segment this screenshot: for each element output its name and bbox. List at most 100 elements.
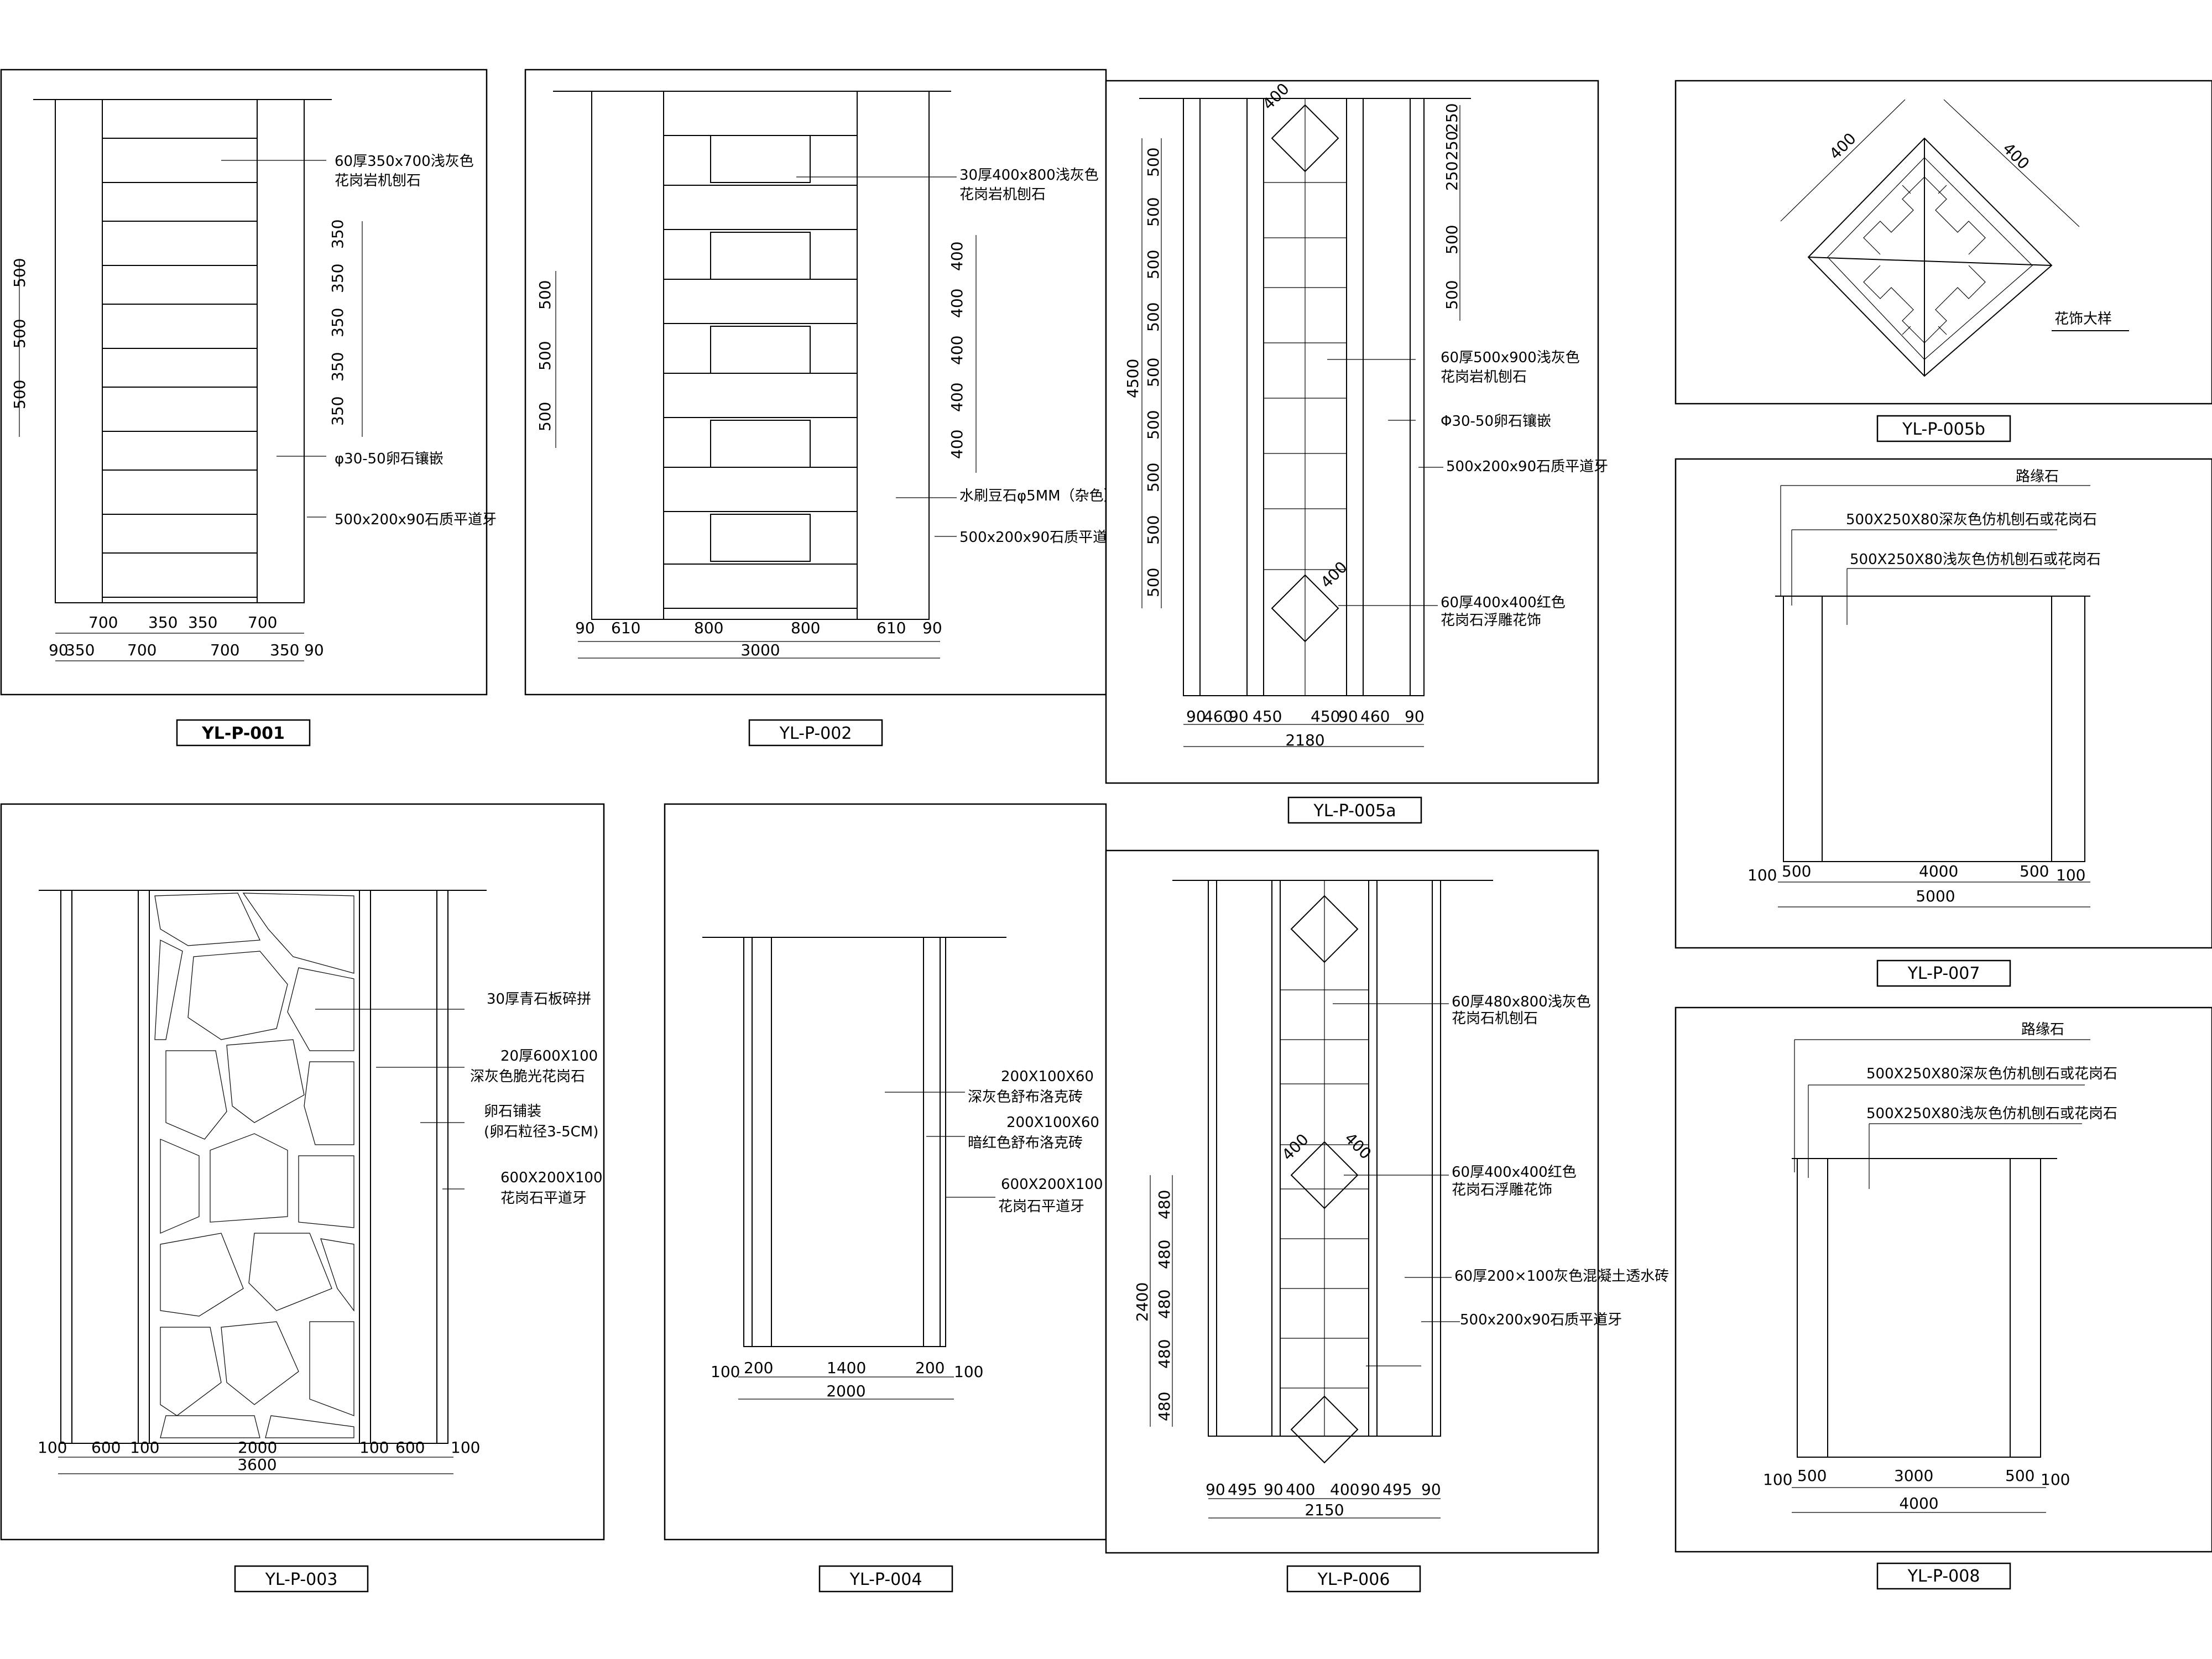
p002-dim-bottom-3: 800 [694,619,723,637]
p002-dim-right-2: 400 [948,289,966,318]
p005a-dim-total: 2180 [1285,731,1324,749]
p001-dim-bottom2-3: 700 [127,641,156,659]
p005a-note-3: Φ30-50卵石镶嵌 [1441,413,1551,430]
p008-dim-4: 500 [2005,1467,2034,1485]
p006-note-6: 500x200x90石质平道牙 [1460,1312,1622,1328]
p002-dim-right-5: 400 [948,430,966,459]
panel-yl-p-004: 200X100X60 深灰色舒布洛克砖 200X100X60 暗红色舒布洛克砖 … [664,803,1107,1593]
p002-dim-bottom-2: 610 [611,619,640,637]
p005a-dim-bottom-7: 460 [1360,707,1390,726]
p002-left-dims: 500 500 500 [536,271,556,448]
p001-dim-left-1: 500 [11,258,29,288]
p002-dim-total: 3000 [740,641,780,659]
p006-dim-bottom-5: 400 [1330,1480,1359,1499]
p001-dim-left-2: 500 [11,319,29,348]
p002-dim-right-4: 400 [948,383,966,412]
carved-medallion-top [1271,104,1339,173]
p001-dim-bottom2-4: 700 [210,641,239,659]
p002-dim-left-3: 500 [536,402,554,431]
p007-bottom-dims: 100 500 4000 500 100 5000 [1747,862,2090,907]
p001-dim-bottom1-3: 350 [188,613,217,632]
p004-bottom-dims: 100 200 1400 200 100 2000 [711,1359,983,1400]
p001-dim-left-3: 500 [11,380,29,409]
p005a-dim-left-5: 500 [1144,358,1162,387]
p005a-title: YL-P-005a [1313,801,1396,821]
p001-note-2: 花岗岩机刨石 [335,173,421,189]
p007-dim-4: 500 [2020,862,2049,880]
p003-dim-3: 100 [130,1438,159,1457]
p008-bottom-dims: 100 500 3000 500 100 4000 [1763,1467,2070,1513]
p005a-dim-bottom-2: 460 [1203,707,1233,726]
p001-dim-right-3: 350 [328,308,347,337]
panel-yl-p-005b: 400 400 花饰大样 YL-P-005b [1674,80,2212,442]
p001-dim-bottom2-2: 350 [65,641,95,659]
p003-note-5: (卵石粒径3-5CM) [484,1124,598,1140]
p006-dim-left-3: 480 [1155,1290,1173,1319]
p001-note-4: 500x200x90石质平道牙 [335,512,497,528]
p006-dim-bottom-3: 90 [1264,1480,1284,1499]
panel-yl-p-006: 400 400 60厚480x800浅灰色 花岗石机刨石 60厚400x400红… [1105,849,1669,1593]
p004-note-3: 200X100X60 [1006,1114,1099,1131]
p003-dim-4: 2000 [238,1438,277,1457]
p002-dim-left-1: 500 [536,280,554,310]
p007-note-1: 路缘石 [2016,468,2059,485]
p002-right-dims: 400 400 400 400 400 [948,235,977,473]
p004-note-6: 花岗石平道牙 [998,1198,1084,1215]
p005a-dim-left-6: 500 [1144,410,1162,440]
p005a-left-dims: 4500 500 500 500 500 500 500 500 500 500 [1124,138,1162,608]
p001-title: YL-P-001 [201,724,285,743]
panel-yl-p-002: 30厚400x800浅灰色 花岗岩机刨石 水刷豆石φ5MM（杂色） 500x20… [524,69,1121,747]
p005a-note-6: 花岗石浮雕花饰 [1441,612,1541,629]
p005a-dim-left-9: 500 [1144,568,1162,597]
p008-dim-5: 100 [2041,1470,2070,1489]
p003-note-3: 深灰色脆光花岗石 [470,1068,585,1085]
p001-note-3: φ30-50卵石镶嵌 [335,451,444,467]
p005a-dim-left-2: 500 [1144,197,1162,227]
p001-dim-bottom2-1: 90 [49,641,69,659]
p002-dim-bottom-1: 90 [575,619,595,637]
crazy-paving-stones [154,893,354,1438]
p003-dim-2: 600 [91,1438,121,1457]
p007-dim-2: 500 [1782,862,1811,880]
p007-note-2: 500X250X80深灰色仿机刨石或花岗石 [1846,512,2097,528]
p005a-dim-bottom-4: 450 [1253,707,1282,726]
p001-dim-bottom1-1: 700 [88,613,118,632]
p003-note-2: 20厚600X100 [500,1048,598,1065]
p001-note-1: 60厚350x700浅灰色 [335,153,474,170]
carved-medallion-3 [1290,1395,1359,1464]
p006-dim-left-1: 480 [1155,1190,1173,1219]
p008-title: YL-P-008 [1907,1567,1980,1586]
p002-bottom-dims: 90 610 800 800 610 90 3000 [575,619,942,659]
p001-bottom-dims: 700 350 350 700 90 350 700 700 350 90 [49,613,324,661]
p006-note-5: 60厚200×100灰色混凝土透水砖 [1454,1268,1669,1285]
p003-dim-1: 100 [38,1438,67,1457]
p008-dim-2: 500 [1797,1467,1827,1485]
p008-note-2: 500X250X80深灰色仿机刨石或花岗石 [1866,1066,2117,1082]
p005a-dim-bottom-1: 90 [1186,707,1206,726]
carved-medallion-2 [1290,1141,1359,1209]
p002-note-2: 花岗岩机刨石 [959,186,1046,203]
p002-note-3: 水刷豆石φ5MM（杂色） [959,488,1118,504]
p005a-bottom-dims: 90 460 90 450 450 90 460 90 2180 [1183,707,1425,749]
p005a-dim-bottom-6: 90 [1338,707,1358,726]
p006-dim-bottom-8: 90 [1421,1480,1441,1499]
p008-note-1: 路缘石 [2021,1021,2064,1038]
p005b-label: 花饰大样 [2054,311,2112,327]
p007-note-3: 500X250X80浅灰色仿机刨石或花岗石 [1850,551,2101,568]
p004-dim-4: 200 [915,1359,945,1377]
p005a-note-5: 60厚400x400红色 [1441,594,1566,611]
p006-dim-bottom-4: 400 [1286,1480,1315,1499]
p001-dim-right-4: 350 [328,352,347,382]
p002-title: YL-P-002 [779,724,852,743]
p001-dim-bottom2-6: 90 [304,641,324,659]
granite-grid-006 [1280,880,1369,1436]
p005a-dim-left-total: 4500 [1124,359,1142,398]
p003-bottom-dims: 100 600 100 2000 100 600 100 3600 [38,1438,480,1474]
p004-dim-1: 100 [711,1363,740,1381]
p004-note-1: 200X100X60 [1001,1068,1094,1085]
p005a-dim-left-8: 500 [1144,515,1162,545]
p001-dim-right-5: 350 [328,397,347,426]
p003-note-7: 花岗石平道牙 [500,1190,587,1207]
p005a-dim-left-1: 500 [1144,148,1162,177]
